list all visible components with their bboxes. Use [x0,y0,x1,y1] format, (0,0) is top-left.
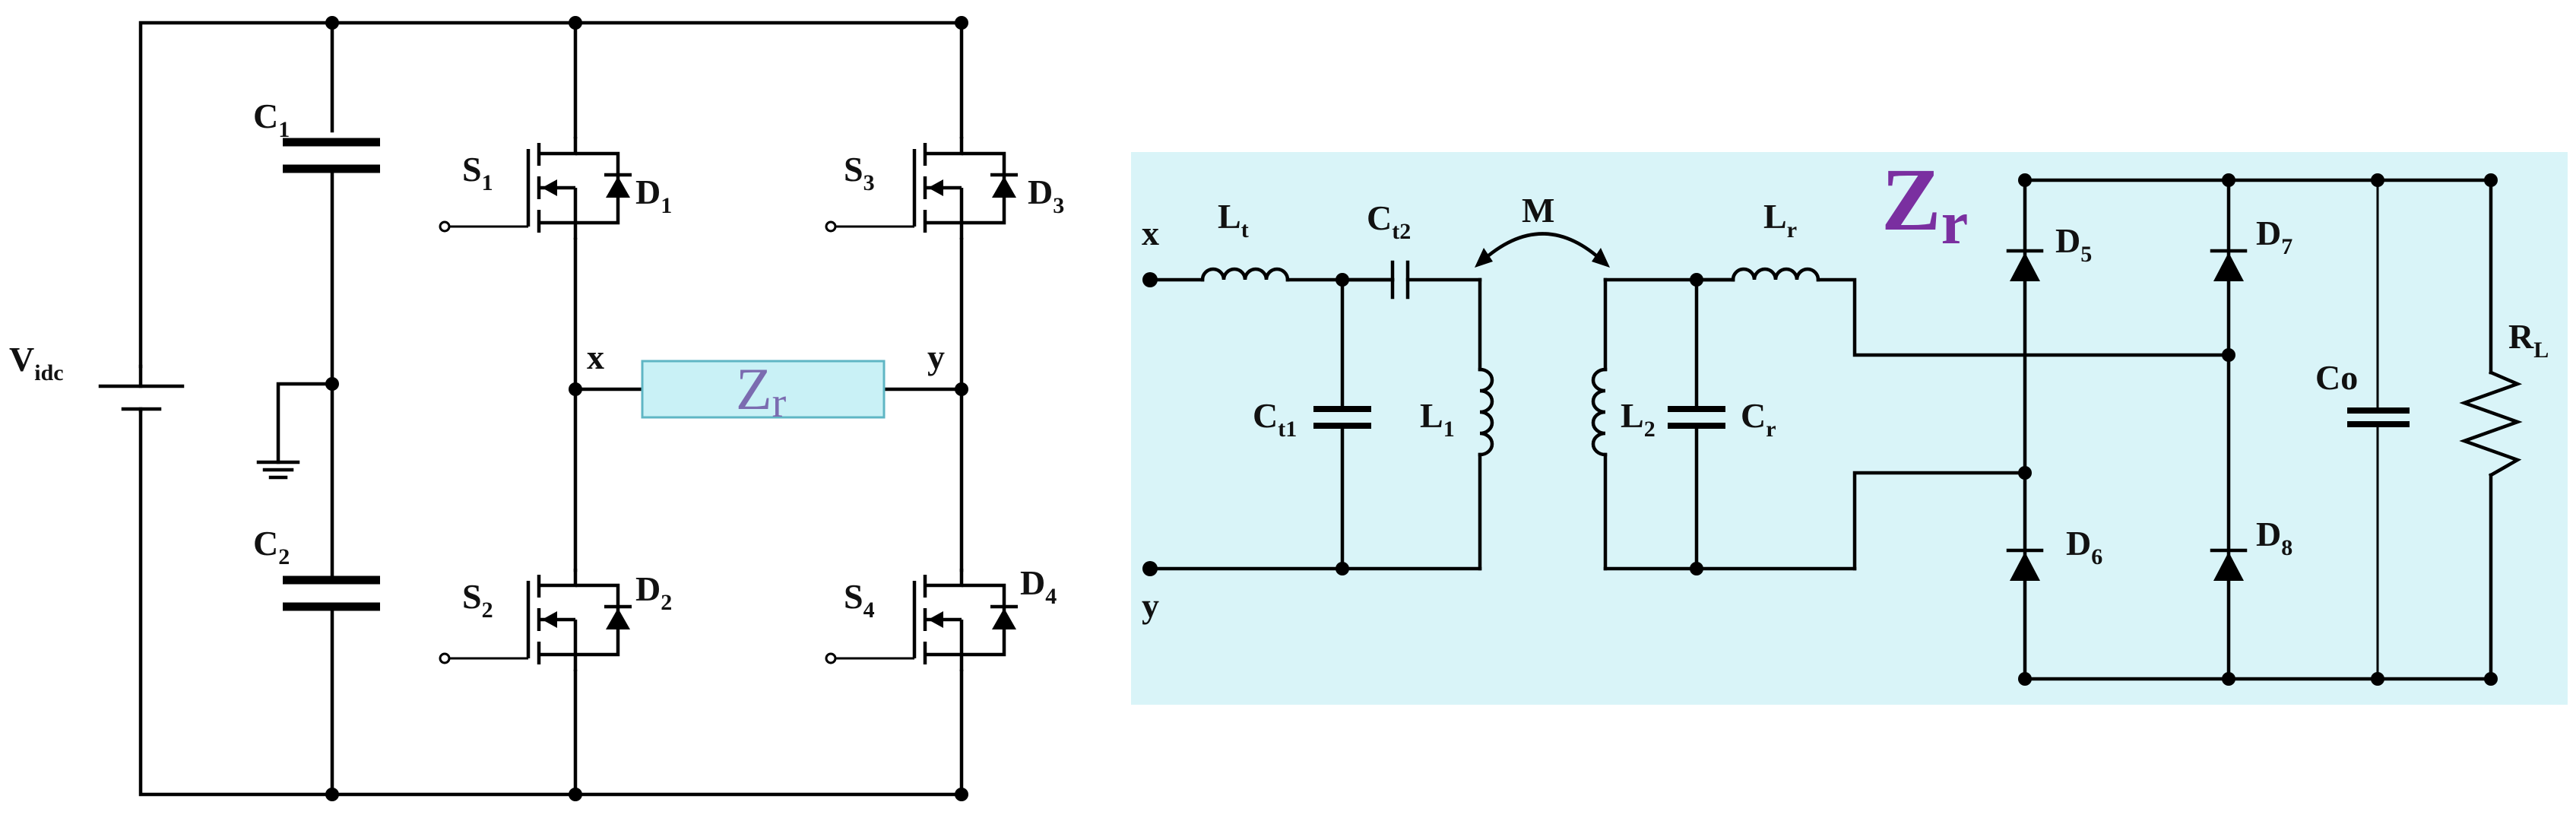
label-c2: C2 [253,524,290,569]
mutual-inductance-arrow [1475,232,1610,268]
zr-box [641,360,886,419]
diode-d8 [2210,548,2248,581]
label-s1: S1 [462,150,493,195]
mosfet-s4 [825,569,1018,671]
label-s3: S3 [844,150,875,195]
mosfet-s1 [439,137,632,239]
label-c1: C1 [253,97,290,142]
label-lt: Lt [1218,197,1249,243]
label-d5: D5 [2055,221,2092,267]
label-node-x-right: x [1142,214,1159,252]
label-d6: D6 [2066,524,2102,569]
label-l1: L1 [1420,396,1455,442]
label-node-y-left: y [927,338,945,376]
label-zr-box: Zr [736,356,787,426]
label-d3: D3 [1028,173,1064,218]
label-node-y-right: y [1142,586,1159,625]
diode-d5 [2006,249,2044,281]
diode-d6 [2006,548,2044,581]
label-cr: Cr [1741,396,1776,442]
mosfet-s3 [825,137,1018,239]
diode-d7 [2210,249,2248,281]
inverter-circuit [98,16,1018,801]
label-ct1: Ct1 [1253,396,1297,442]
label-vidc: Vidc [9,340,64,385]
label-d8: D8 [2256,515,2292,560]
label-lr: Lr [1763,197,1797,243]
label-l2: L2 [1621,396,1656,442]
label-rl: RL [2508,317,2549,363]
zr-title: Zr [1881,150,1968,257]
label-s2: S2 [462,577,493,623]
label-node-x-left: x [587,338,604,376]
label-d7: D7 [2256,214,2292,259]
label-d2: D2 [635,569,672,615]
label-co: Co [2315,358,2358,397]
label-mutual: M [1522,191,1554,230]
label-d4: D4 [1020,563,1057,609]
ground-icon [256,382,334,480]
mosfet-s2 [439,569,632,671]
label-s4: S4 [844,577,875,623]
label-d1: D1 [635,173,672,218]
dc-source [98,364,185,413]
label-ct2: Ct2 [1367,198,1411,244]
zr-network [1142,173,2523,686]
